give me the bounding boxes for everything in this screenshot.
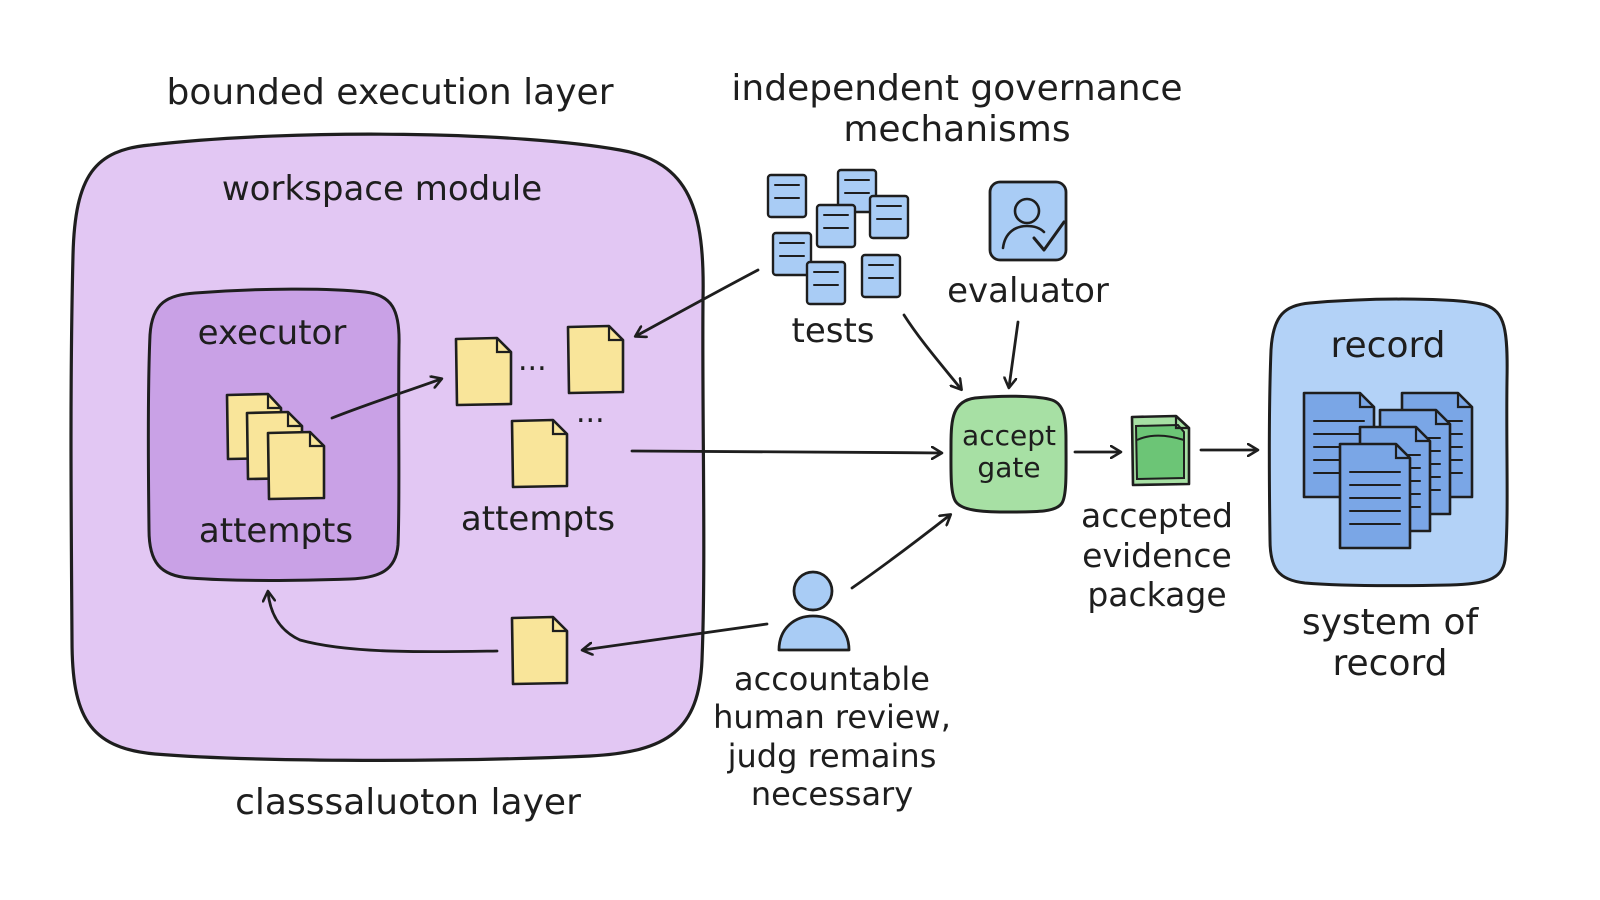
attempts-inner-label: attempts [198, 511, 354, 551]
ellipsis-mid: ... [576, 395, 605, 430]
system-line2: record [1332, 643, 1448, 685]
test-sheet-icon [815, 203, 857, 249]
classification-layer-label: classsaluoton layer [235, 782, 581, 823]
arrow-evaluator-to-gate [1009, 320, 1020, 387]
record-document-icon [1338, 442, 1412, 550]
evaluator-check-icon [988, 180, 1068, 262]
bounded-execution-layer-title: bounded execution layer [166, 72, 614, 113]
arrow-human-to-feedback [583, 622, 769, 650]
evidence-line1: accepted [1081, 496, 1233, 535]
test-sheet-icon [771, 231, 813, 277]
evidence-package-label: accepted evidence package [1081, 496, 1233, 615]
arrow-feedback-to-executor [268, 592, 499, 654]
arrow-human-to-gate [850, 515, 950, 590]
arrow-attempts-to-gate [630, 451, 941, 453]
workspace-module-title: workspace module [221, 169, 543, 209]
accept-gate-line2: gate [977, 451, 1041, 485]
document-icon [454, 336, 513, 407]
governance-title: independent governance mechanisms [731, 68, 1182, 151]
document-icon [510, 615, 569, 686]
record-stack-icon [1302, 391, 1474, 550]
evaluator-label: evaluator [947, 271, 1109, 311]
inner-attempts-stack [225, 392, 326, 501]
evidence-line3: package [1087, 575, 1227, 615]
record-title: record [1330, 325, 1446, 366]
accept-gate-label: accept gate [962, 419, 1056, 485]
governance-title-line2: mechanisms [843, 109, 1071, 151]
document-icon [510, 418, 569, 489]
test-sheet-icon [868, 194, 910, 240]
document-icon [566, 324, 625, 395]
ellipsis-top: ... [518, 343, 547, 378]
tests-sheets [766, 168, 910, 306]
test-sheet-icon [836, 168, 878, 214]
test-sheet-icon [860, 253, 902, 299]
test-sheet-icon [766, 173, 808, 219]
evidence-line2: evidence [1082, 535, 1232, 575]
evidence-package-icon [1130, 414, 1191, 487]
executor-title: executor [197, 313, 347, 353]
human-line1: accountable [734, 660, 930, 698]
accept-gate-line1: accept [962, 419, 1056, 452]
human-line2: human review, [713, 698, 951, 737]
accept-gate-box [949, 394, 1068, 514]
human-line3: judg remains [727, 736, 937, 775]
arrow-tests-to-gate [902, 313, 961, 389]
connector-arrows [268, 268, 1257, 654]
human-review-label: accountable human review, judg remains n… [713, 660, 951, 814]
arrow-executor-to-attempts [330, 379, 441, 420]
arrow-tests-to-attempts [636, 268, 760, 336]
system-of-record-label: system of record [1302, 602, 1478, 685]
person-icon [777, 570, 851, 652]
attempts-outer-label: attempts [460, 499, 616, 539]
human-line4: necessary [750, 775, 914, 814]
tests-label: tests [791, 311, 875, 351]
document-icon [266, 430, 326, 501]
system-line1: system of [1301, 602, 1479, 643]
test-sheet-icon [805, 260, 847, 306]
governance-title-line1: independent governance [731, 68, 1183, 109]
